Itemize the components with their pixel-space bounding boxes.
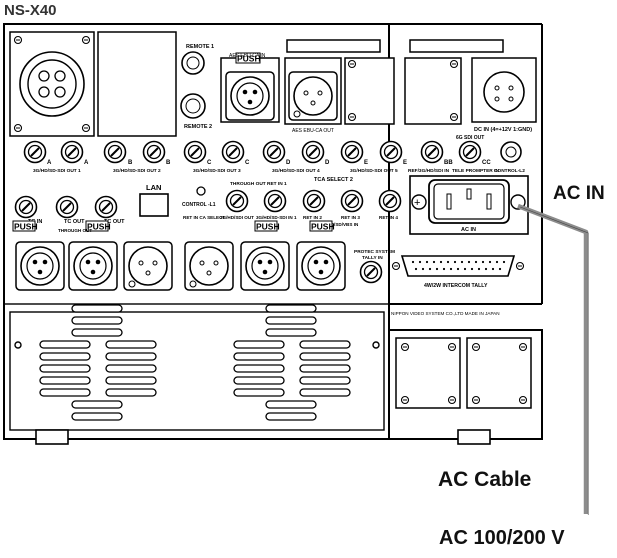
bnc-letter-3: B [128, 160, 133, 166]
aes-out-label: AES EBU-CA OUT [292, 128, 334, 134]
bnc-letter-7: D [286, 160, 291, 166]
tc-out1-label: TC OUT [64, 219, 85, 225]
hd-sdi-in1-label: 3G/HD/SD-SDI IN 1 [256, 215, 297, 220]
protec-label: PROTEC SYSTEM [354, 249, 395, 255]
ac-in-small-label: AC IN [461, 227, 476, 233]
remote2-label: REMOTE 2 [184, 124, 212, 130]
control-l1-label: CONTROL -L1 [182, 202, 216, 208]
control-l2-label: CONTROL-L2 [494, 168, 525, 174]
push-label-3: PUSH [256, 222, 280, 232]
vbs-in-label: 3G/HD/SD/VBS IN [320, 222, 359, 227]
sdi-out4-label: 3G/HD/SD-SDI OUT 4 [272, 168, 320, 174]
hd-sdi-out-label: 3G/HD/SDI OUT [220, 215, 254, 220]
ret-in3-label: RET IN 3 [341, 215, 360, 220]
vent-slots-left [39, 304, 157, 421]
ac-voltage-callout: AC 100/200 V [439, 527, 565, 549]
lan-port [139, 193, 169, 217]
bnc-letter-8: D [325, 160, 330, 166]
vent-slots-right [233, 304, 351, 421]
svg-text:+: + [414, 197, 420, 209]
ret-in-ca-label: RET IN CA SELECT [183, 215, 225, 220]
sdi-out3-label: 3G/HD/SD-SDI OUT 3 [193, 168, 241, 174]
ret-in1-top-label: RET IN 1 [267, 181, 287, 187]
push-label-1: PUSH [14, 222, 38, 232]
ac-in-callout: AC IN [553, 183, 605, 204]
maker-label: NIPPON VIDEO SYSTEM CO.,LTD MADE IN JAPA… [391, 311, 500, 316]
sdi-6g-label: 6G SDI OUT [456, 135, 484, 141]
sdi-out2-label: 3G/HD/SD-SDI OUT 2 [113, 168, 161, 174]
through-out-xlr-label: THROUGH OUT [58, 228, 92, 233]
lan-label: LAN [146, 183, 161, 192]
bnc-letter-5: C [207, 160, 212, 166]
bnc-letter-6: C [245, 160, 250, 166]
bnc-letter-12: CC [482, 160, 491, 166]
bnc-letter-9: E [364, 160, 368, 166]
tally-in-label: TALLY IN [362, 255, 383, 261]
intercom-label: 4W/2W INTERCOM TALLY [424, 283, 488, 289]
intercom-dsub [400, 255, 516, 277]
bnc-letter-4: B [166, 160, 171, 166]
bnc-letter-1: A [47, 160, 52, 166]
bnc-row-top [23, 140, 522, 164]
bnc-letter-11: BB [444, 160, 453, 166]
tele-prompter-label: TELE PROMPTER IN [452, 168, 499, 174]
ac-cable-callout: AC Cable [438, 468, 532, 491]
aes-in-label: AES EBU-CA IN [229, 53, 266, 59]
push-label-2: PUSH [87, 222, 111, 232]
dc-in-label: DC IN (4=+12V 1:GND) [474, 127, 532, 133]
model-name: NS-X40 [4, 2, 57, 19]
bnc-letter-2: A [84, 160, 89, 166]
bnc-letter-10: E [403, 160, 407, 166]
ret-in2-label: RET IN 2 [303, 215, 322, 220]
tc-out2-label: TC OUT [104, 219, 125, 225]
through-out-top-label: THROUGH OUT [230, 181, 266, 187]
ret-in4-label: RET IN 4 [379, 215, 398, 220]
aes-push-label: PUSH [237, 54, 261, 64]
sdi-out5-label: 3G/HD/SD-SDI OUT 5 [350, 168, 398, 174]
ref-in-label: REF/3G/HD/SDI IN [408, 168, 450, 174]
push-label-4: PUSH [311, 222, 335, 232]
sdi-out1-label: 3G/HD/SD-SDI OUT 1 [33, 168, 81, 174]
tca-select-label: TCA SELECT 2 [314, 177, 353, 183]
remote1-label: REMOTE 1 [186, 44, 214, 50]
